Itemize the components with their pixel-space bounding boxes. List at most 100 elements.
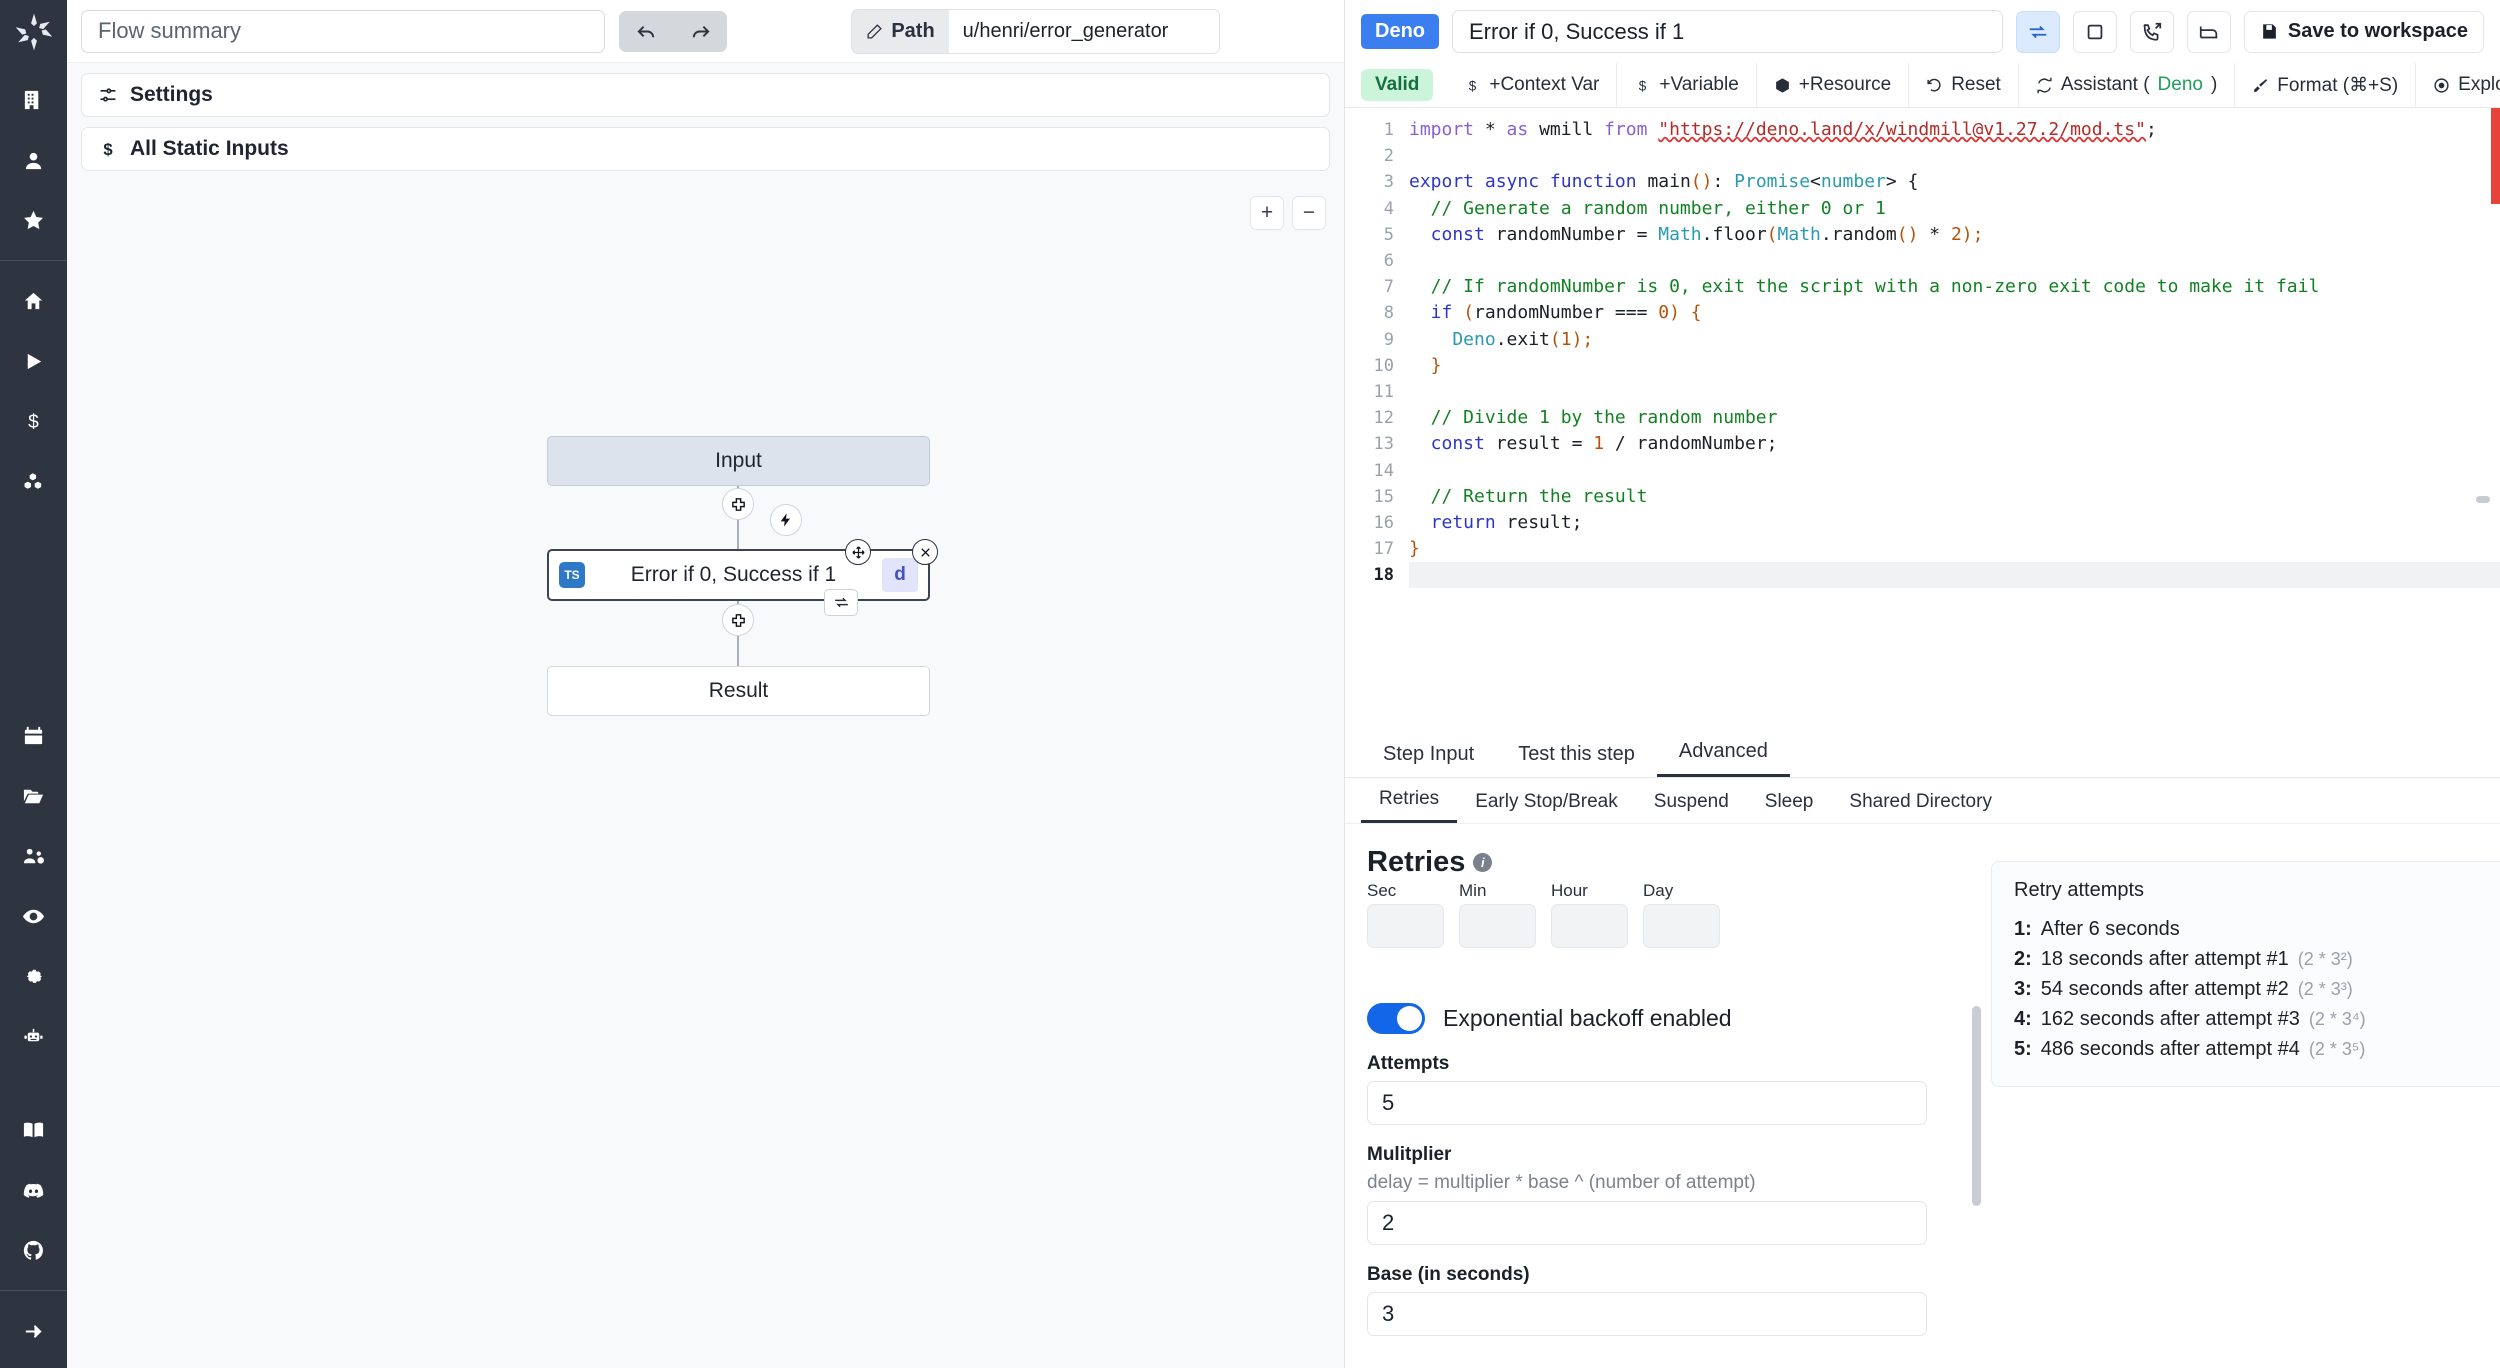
add-step-below-icon[interactable] [722, 604, 754, 636]
sidebar-item-settings[interactable] [11, 953, 57, 999]
add-variable-button[interactable]: $ +Variable [1617, 63, 1757, 107]
sidebar-item-workspace[interactable] [11, 77, 57, 123]
code-line[interactable]: // If randomNumber is 0, exit the script… [1409, 274, 2500, 300]
move-step-icon[interactable] [845, 539, 871, 565]
code-line[interactable]: const result = 1 / randomNumber; [1409, 431, 2500, 457]
code-line[interactable]: import * as wmill from "https://deno.lan… [1409, 117, 2500, 143]
info-icon[interactable]: i [1473, 853, 1493, 872]
zoom-out-button[interactable]: − [1292, 196, 1326, 230]
flow-summary-input[interactable]: Flow summary [81, 9, 605, 53]
subtab-early-stop-break[interactable]: Early Stop/Break [1475, 791, 1618, 812]
sidebar-item-resources[interactable] [11, 458, 57, 504]
reset-button[interactable]: Reset [1909, 63, 2019, 107]
save-to-workspace-button[interactable]: Save to workspace [2243, 10, 2484, 53]
retry-attempt-formula: (2 * 3³) [2297, 979, 2353, 999]
sidebar-item-schedules[interactable] [11, 713, 57, 759]
path-input[interactable]: u/henri/error_generator [948, 9, 1219, 53]
step-name-input[interactable]: Error if 0, Success if 1 [1452, 10, 2003, 53]
code-line[interactable]: Deno.exit(1); [1409, 327, 2500, 353]
delete-step-icon[interactable] [912, 539, 938, 565]
sidebar-item-favorites[interactable] [11, 197, 57, 243]
sidebar-item-user[interactable] [11, 137, 57, 183]
editor-error-scrollbar[interactable] [2491, 108, 2500, 204]
code-line[interactable]: } [1409, 536, 2500, 562]
tab-step-input[interactable]: Step Input [1383, 743, 1475, 765]
code-token: return [1409, 511, 1507, 533]
sidebar-item-variables[interactable]: $ [11, 398, 57, 444]
code-line[interactable]: // Divide 1 by the random number [1409, 405, 2500, 431]
flow-canvas[interactable]: + − Input TS Error if 0, Success if 1 d [67, 186, 1344, 1368]
code-line[interactable]: const randomNumber = Math.floor(Math.ran… [1409, 222, 2500, 248]
subtab-suspend[interactable]: Suspend [1653, 791, 1729, 812]
code-content[interactable]: import * as wmill from "https://deno.lan… [1405, 108, 2500, 728]
step-retries-icon[interactable] [824, 589, 858, 616]
assistant-button[interactable]: Assistant (Deno) [2019, 63, 2236, 107]
code-line[interactable]: // Return the result [1409, 484, 2500, 510]
settings-section-header[interactable]: Settings [81, 73, 1330, 117]
code-line[interactable]: return result; [1409, 510, 2500, 536]
expand-sidebar-icon[interactable] [11, 1308, 57, 1354]
explore-button[interactable]: Explore other s [2416, 63, 2500, 107]
base-input[interactable]: 3 [1367, 1292, 1927, 1336]
code-line[interactable] [1409, 379, 2500, 405]
retries-title-text: Retries [1367, 846, 1466, 878]
sidebar-item-discord[interactable] [11, 1167, 57, 1213]
add-resource-button[interactable]: +Resource [1757, 63, 1910, 107]
windmill-logo-icon[interactable] [12, 10, 56, 54]
reset-label: Reset [1951, 74, 2001, 95]
trigger-bolt-icon[interactable] [770, 504, 802, 536]
subtab-shared-directory[interactable]: Shared Directory [1849, 791, 1992, 812]
subtab-sleep[interactable]: Sleep [1764, 791, 1814, 812]
code-line[interactable] [1409, 457, 2500, 483]
static-inputs-section-header[interactable]: $ All Static Inputs [81, 127, 1330, 171]
subtab-retries[interactable]: Retries [1361, 788, 1458, 823]
redo-button[interactable] [673, 11, 727, 52]
sidebar-item-github[interactable] [11, 1227, 57, 1273]
multiplier-input[interactable]: 2 [1367, 1201, 1927, 1245]
sidebar-item-folders[interactable] [11, 773, 57, 819]
code-line[interactable] [1409, 143, 2500, 169]
code-token: 1 [1560, 328, 1572, 350]
sidebar-item-home[interactable] [11, 278, 57, 324]
code-line[interactable] [1409, 248, 2500, 274]
undo-button[interactable] [619, 11, 673, 52]
sleep-icon[interactable] [2186, 10, 2231, 53]
tab-advanced[interactable]: Advanced [1656, 740, 1790, 777]
time-field-input[interactable] [1367, 904, 1444, 948]
code-token: ( [1766, 223, 1778, 245]
flow-node-result[interactable]: Result [547, 666, 930, 716]
code-token: Math [1777, 223, 1821, 245]
editor-toolbar: Valid $ +Context Var $ +Variable +Resour… [1345, 63, 2500, 108]
code-line[interactable]: if (randomNumber === 0) { [1409, 300, 2500, 326]
flow-node-step[interactable]: TS Error if 0, Success if 1 d [547, 549, 930, 601]
time-field-input[interactable] [1459, 904, 1536, 948]
exponential-backoff-toggle[interactable] [1367, 1003, 1425, 1034]
early-stop-icon[interactable] [2072, 10, 2117, 53]
editor-horizontal-scrollbar[interactable] [2476, 496, 2490, 503]
retries-scrollbar[interactable] [1972, 1006, 1981, 1206]
format-button[interactable]: Format (⌘+S) [2235, 63, 2417, 107]
code-line[interactable]: // Generate a random number, either 0 or… [1409, 196, 2500, 222]
flow-node-input-label: Input [715, 449, 762, 472]
sidebar-item-audit-logs[interactable] [11, 893, 57, 939]
suspend-icon[interactable] [2129, 10, 2174, 53]
flow-node-input[interactable]: Input [547, 436, 930, 486]
line-number: 13 [1373, 434, 1394, 455]
sidebar-item-workers[interactable] [11, 1013, 57, 1059]
zoom-in-button[interactable]: + [1250, 196, 1284, 230]
sidebar-item-groups[interactable] [11, 833, 57, 879]
add-step-above-icon[interactable] [722, 488, 754, 520]
sidebar-item-runs[interactable] [11, 338, 57, 384]
time-field-input[interactable] [1643, 904, 1720, 948]
code-line[interactable]: } [1409, 353, 2500, 379]
retries-icon[interactable] [2015, 10, 2060, 53]
code-line[interactable] [1409, 562, 2500, 589]
attempts-input[interactable]: 5 [1367, 1081, 1927, 1125]
sidebar-item-docs[interactable] [11, 1107, 57, 1153]
code-line[interactable]: export async function main(): Promise<nu… [1409, 169, 2500, 195]
add-context-var-button[interactable]: $ +Context Var [1447, 63, 1618, 107]
time-field-input[interactable] [1551, 904, 1628, 948]
tab-test-this-step[interactable]: Test this step [1518, 743, 1635, 765]
path-label-chip[interactable]: Path [852, 9, 949, 53]
